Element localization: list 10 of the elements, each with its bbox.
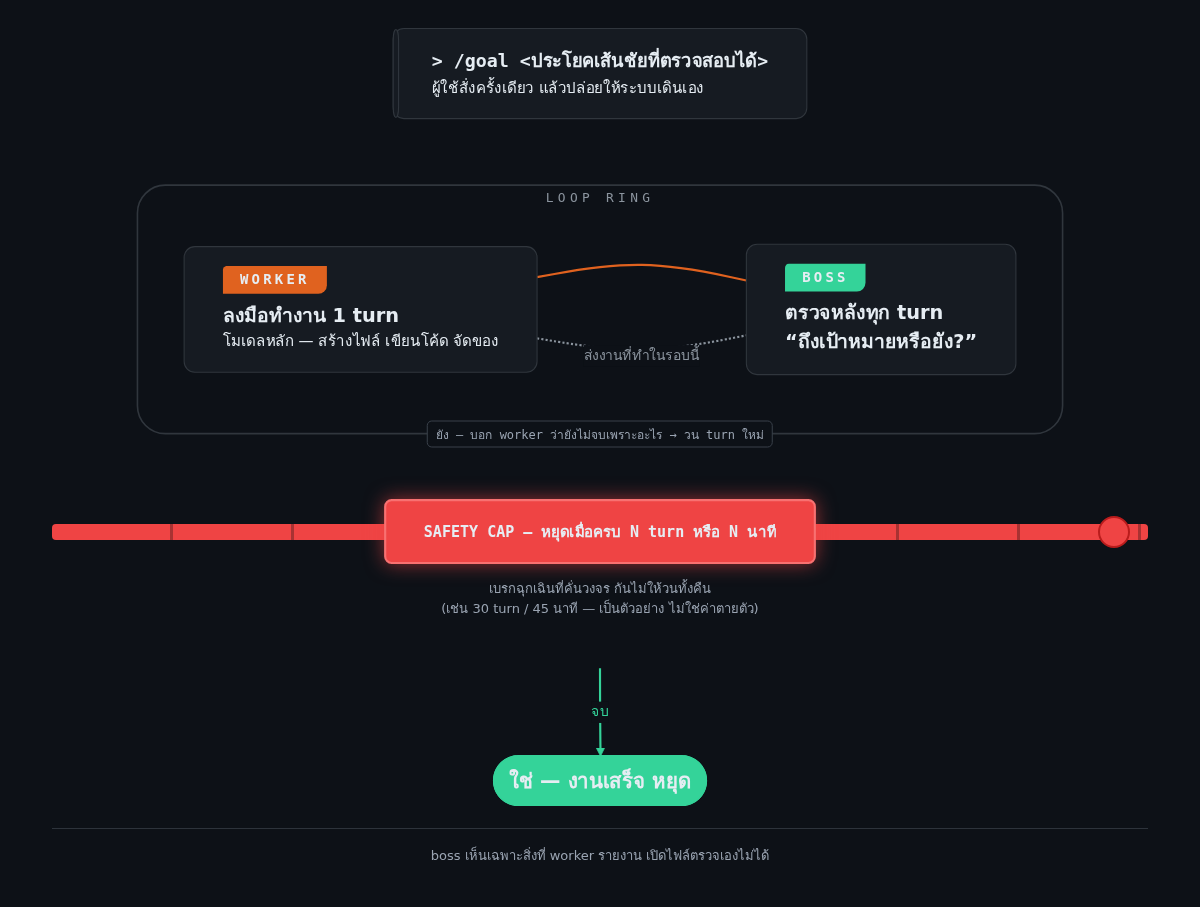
note-text: (เช่น 30 turn / 45 นาที — เป็นตัวอย่าง ไม่ใช่ค่าตายตัว) [441, 598, 759, 618]
note-text: เบรกฉุกเฉินที่คั่นวงจร กันไม่ให้วนทั้งคืน [488, 578, 712, 599]
node-box: WORKER ลงมือทำงาน 1 turn โมเดลหลัก — สร้างไฟล์ เขียนโค้ด จัดของ [183, 246, 538, 373]
node-box: SAFETY CAP — หยุดเมื่อครบ N turn หรือ N นาที [384, 499, 816, 565]
note-text: ยัง — บอก worker ว่ายังไม่จบเพราะอะไร → วน turn ใหม่ [426, 420, 774, 448]
edge-label: ส่งงานที่ทำในรอบนี้ [583, 347, 700, 364]
node-box: BOSS ตรวจหลังทุก turn “ถึงเป้าหมายหรือยัง?” [745, 243, 1017, 376]
footnote-text: boss เห็นเฉพาะสิ่งที่ worker รายงาน เปิดไฟล์ตรวจเองไม่ได้ [430, 845, 770, 865]
edge-label: จบ [591, 703, 609, 720]
arrow [595, 668, 606, 757]
